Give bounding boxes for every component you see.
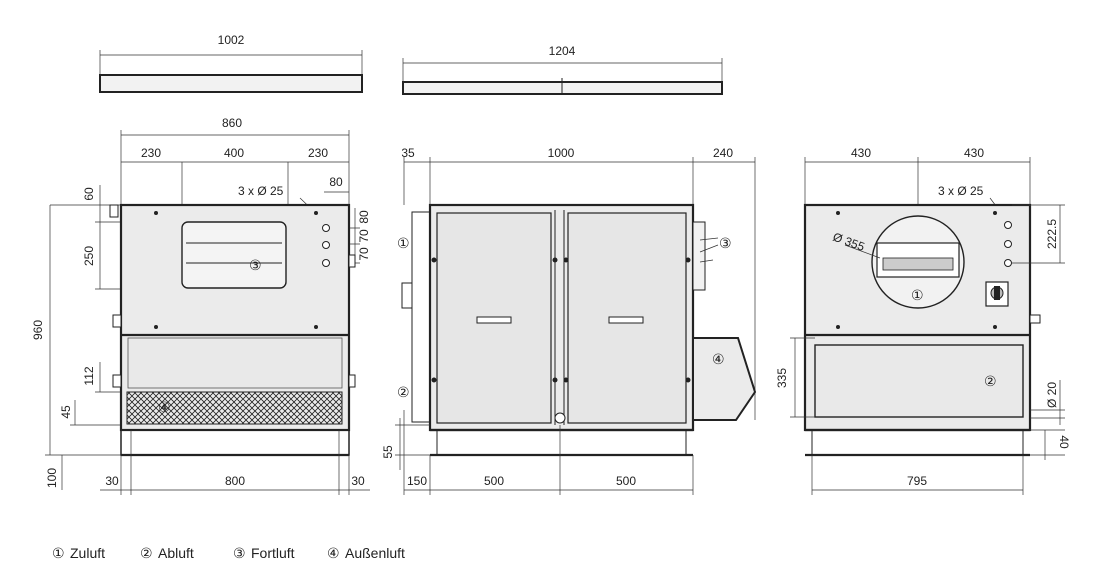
dim-top-1204: 1204 [549, 44, 576, 58]
dim-front-holes: 3 x Ø 25 [238, 184, 284, 198]
dim-front-45: 45 [59, 405, 73, 419]
dim-front-70a: 70 [357, 229, 371, 243]
dim-front-230b: 230 [308, 146, 328, 160]
dim-front-100: 100 [45, 468, 59, 488]
side-marker-4: ④ [712, 351, 725, 367]
dim-right-20: Ø 20 [1045, 382, 1059, 408]
dim-side-500a: 500 [484, 474, 504, 488]
front-marker-3: ③ [249, 257, 262, 273]
legend-label-1: Zuluft [70, 545, 105, 561]
louver [181, 221, 287, 289]
front-view: 860 230 400 230 80 3 x Ø 25 960 60 250 1… [31, 116, 371, 495]
dim-side-55: 55 [381, 445, 395, 459]
legend-num-2: ② [140, 545, 153, 561]
legend-label-3: Fortluft [251, 545, 295, 561]
dim-front-80v: 80 [357, 210, 371, 224]
side-marker-2: ② [397, 384, 410, 400]
top-view-right: 1204 [402, 44, 723, 95]
dim-side-1000: 1000 [548, 146, 575, 160]
dim-front-80: 80 [329, 175, 343, 189]
dim-front-400: 400 [224, 146, 244, 160]
dim-side-240: 240 [713, 146, 733, 160]
dim-top-1002: 1002 [218, 33, 245, 47]
legend-label-4: Außenluft [345, 545, 405, 561]
right-view: 430 430 3 x Ø 25 Ø 355 222. [775, 146, 1071, 495]
legend-num-1: ① [52, 545, 65, 561]
right-marker-1: ① [911, 287, 924, 303]
legend-label-2: Abluft [158, 545, 194, 561]
top-view-left: 1002 [99, 33, 363, 93]
dim-right-430b: 430 [964, 146, 984, 160]
legend-num-3: ③ [233, 545, 246, 561]
dim-right-222: 222.5 [1045, 219, 1059, 249]
dim-right-795: 795 [907, 474, 927, 488]
dim-front-112: 112 [82, 366, 96, 385]
dim-front-860: 860 [222, 116, 242, 130]
legend-num-4: ④ [327, 545, 340, 561]
dim-front-30r: 30 [351, 474, 365, 488]
dim-right-40: 40 [1057, 435, 1071, 449]
side-view: 35 1000 240 55 [381, 146, 757, 495]
filter-grid [126, 391, 343, 425]
front-marker-4: ④ [158, 399, 171, 415]
dim-front-230a: 230 [141, 146, 161, 160]
right-marker-2: ② [984, 373, 997, 389]
dim-front-250: 250 [82, 246, 96, 266]
dim-right-430a: 430 [851, 146, 871, 160]
dim-side-500b: 500 [616, 474, 636, 488]
dim-front-30l: 30 [105, 474, 119, 488]
dim-right-335: 335 [775, 368, 789, 388]
dim-side-35: 35 [401, 146, 415, 160]
dim-front-60: 60 [82, 187, 96, 201]
dim-front-70b: 70 [357, 247, 371, 261]
side-marker-1: ① [397, 235, 410, 251]
dim-front-960: 960 [31, 320, 45, 340]
dim-side-150: 150 [407, 474, 427, 488]
side-marker-3: ③ [719, 235, 732, 251]
legend: ① Zuluft ② Abluft ③ Fortluft ④ Außenluft [52, 545, 405, 561]
dim-front-800: 800 [225, 474, 245, 488]
dim-right-holes: 3 x Ø 25 [938, 184, 984, 198]
